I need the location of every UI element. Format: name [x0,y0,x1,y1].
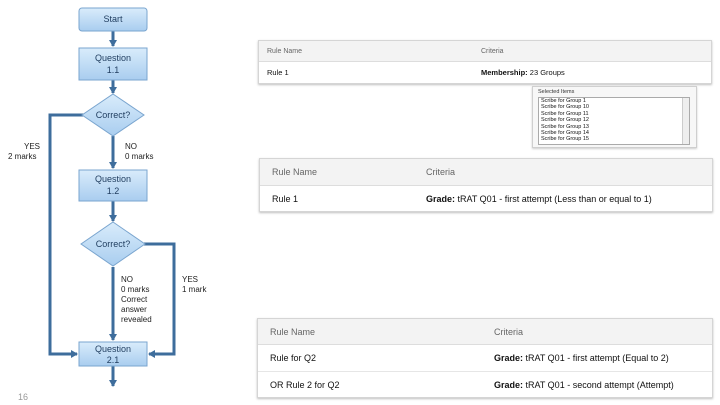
list-item[interactable]: Scribe for Group 11 [541,110,589,117]
start-node-label: Start [103,14,123,24]
list-item[interactable]: Scribe for Group 13 [541,123,589,130]
decision-2-label: Correct? [96,239,131,249]
rule-criteria: Grade: tRAT Q01 - first attempt (Less th… [426,193,652,204]
no-2-marks: 0 marks [121,285,149,294]
rule-name-header: Rule Name [270,326,316,337]
selected-items-list[interactable]: Scribe for Group 1 Scribe for Group 10 S… [538,97,690,145]
rule-row[interactable]: OR Rule 2 for Q2 Grade: tRAT Q01 - secon… [258,372,712,398]
question-2-1-node [78,341,148,367]
selected-items-panel: Selected Items Scribe for Group 1 Scribe… [532,86,697,148]
rule-criteria: Grade: tRAT Q01 - first attempt (Equal t… [494,353,669,363]
question-1-1-label: Question [95,53,131,63]
criteria-header: Criteria [494,326,524,337]
rule-criteria: Membership: 23 Groups [481,68,565,77]
question-1-2-node [78,169,148,202]
rule-name-header: Rule Name [267,47,303,55]
no-1-marks: 0 marks [125,152,153,161]
selected-items-title: Selected Items [538,89,575,95]
rule-panel-header: Rule Name Criteria [260,159,712,186]
decision-1-label: Correct? [96,110,131,120]
scrollbar[interactable] [682,98,689,144]
page-number: 16 [18,392,29,402]
no-2-correct: Correct [121,295,148,304]
yes-1-marks: 2 marks [8,152,36,161]
list-item[interactable]: Scribe for Group 14 [541,130,589,137]
flowchart: Start Question 1.1 Correct? Question 1.2… [8,7,207,387]
rule-name: Rule 1 [272,193,299,204]
rule-name: Rule 1 [267,68,289,77]
no-1-label: NO [125,142,137,151]
yes-1-label: YES [24,142,40,151]
list-item[interactable]: Scribe for Group 12 [541,117,589,124]
question-1-2-label: Question [95,174,131,184]
question-1-1-number: 1.1 [107,65,120,75]
rule-panel-header: Rule Name Criteria [258,319,712,345]
rule-name-header: Rule Name [272,167,318,177]
criteria-header: Criteria [481,47,504,55]
rule-panel-header: Rule Name Criteria [259,41,711,62]
question-1-2-number: 1.2 [107,186,120,196]
rule-panel-grade-q2: Rule Name Criteria Rule for Q2 Grade: tR… [257,318,713,398]
question-2-1-number: 2.1 [107,355,120,365]
question-2-1-label: Question [95,344,131,354]
decision-2-node [80,221,146,267]
no-2-answer: answer [121,305,147,314]
rule-row[interactable]: Rule 1 Grade: tRAT Q01 - first attempt (… [260,186,712,211]
rule-row[interactable]: Rule 1 Membership: 23 Groups [259,62,711,83]
decision-1-node [81,93,145,137]
list-item[interactable]: Scribe for Group 1 [541,98,586,104]
question-1-1-node [78,47,148,81]
no-2-label: NO [121,275,133,284]
rule-criteria: Grade: tRAT Q01 - second attempt (Attemp… [494,380,674,390]
no-2-revealed: revealed [121,315,152,324]
connector-decision2-yes [144,242,176,358]
yes-2-label: YES [182,275,198,284]
yes-2-marks: 1 mark [182,285,207,294]
rule-panel-membership: Rule Name Criteria Rule 1 Membership: 23… [258,40,712,84]
criteria-header: Criteria [426,167,456,177]
list-item[interactable]: Scribe for Group 10 [541,104,589,111]
rule-name: OR Rule 2 for Q2 [270,380,340,390]
list-item[interactable]: Scribe for Group 15 [541,136,589,143]
connector-decision1-yes [48,113,84,358]
rule-name: Rule for Q2 [270,353,317,363]
rule-row[interactable]: Rule for Q2 Grade: tRAT Q01 - first atte… [258,345,712,372]
rule-panel-grade-q1: Rule Name Criteria Rule 1 Grade: tRAT Q0… [259,158,713,212]
start-node [78,7,148,32]
